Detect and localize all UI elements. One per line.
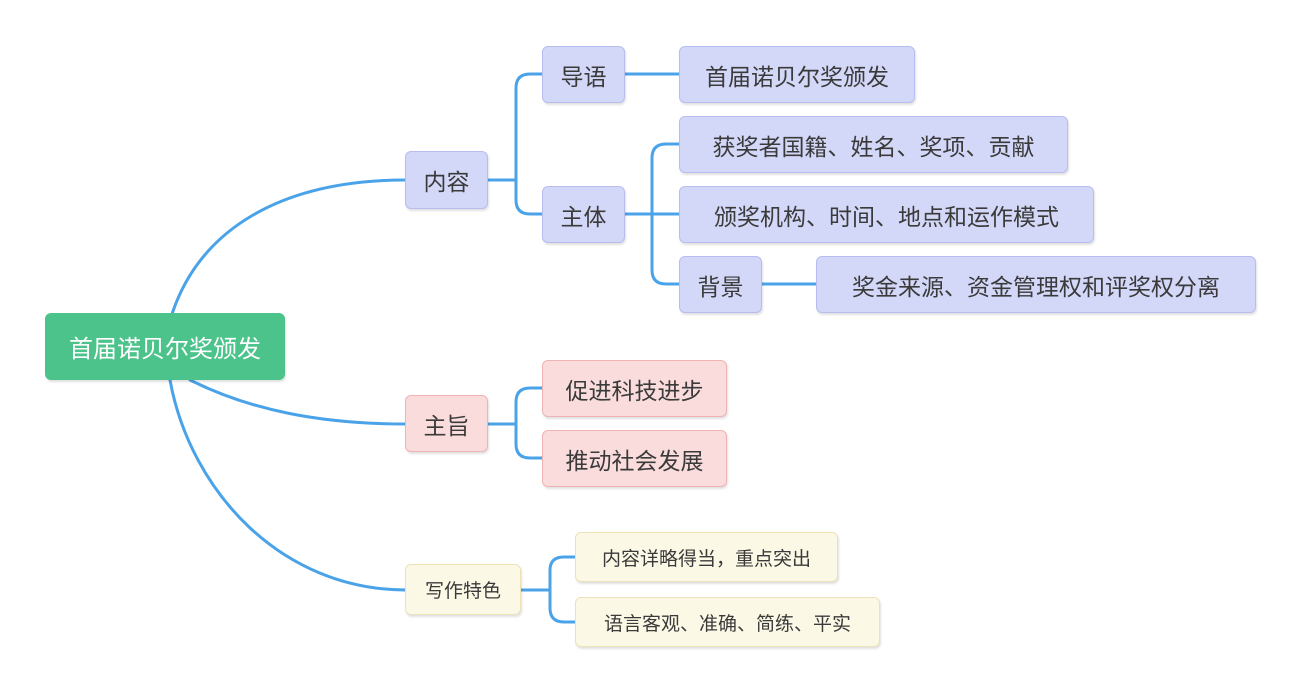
root-node[interactable]: 首届诺贝尔奖颁发 — [45, 313, 285, 380]
intro-node[interactable]: 导语 — [542, 46, 625, 103]
edge-body-children — [623, 142, 682, 286]
body-node[interactable]: 主体 — [542, 186, 625, 243]
style-item-node[interactable]: 语言客观、准确、简练、平实 — [575, 597, 880, 647]
theme-item-node[interactable]: 促进科技进步 — [542, 360, 727, 417]
body-item-node[interactable]: 颁奖机构、时间、地点和运作模式 — [679, 186, 1094, 243]
edge-root-content — [170, 178, 408, 316]
edge-root-style — [168, 378, 408, 592]
edge-root-theme — [188, 378, 408, 426]
theme-node[interactable]: 主旨 — [405, 395, 488, 452]
theme-item-node[interactable]: 推动社会发展 — [542, 430, 727, 487]
background-node[interactable]: 背景 — [679, 256, 762, 313]
background-child-node[interactable]: 奖金来源、资金管理权和评奖权分离 — [816, 256, 1256, 313]
edge-style-children — [519, 555, 578, 624]
body-item-node[interactable]: 获奖者国籍、姓名、奖项、贡献 — [679, 116, 1068, 173]
edge-theme-children — [486, 386, 545, 460]
style-item-node[interactable]: 内容详略得当，重点突出 — [575, 532, 838, 582]
edge-content-children — [486, 72, 545, 216]
content-node[interactable]: 内容 — [405, 151, 488, 209]
style-node[interactable]: 写作特色 — [405, 564, 521, 615]
intro-child-node[interactable]: 首届诺贝尔奖颁发 — [679, 46, 915, 103]
